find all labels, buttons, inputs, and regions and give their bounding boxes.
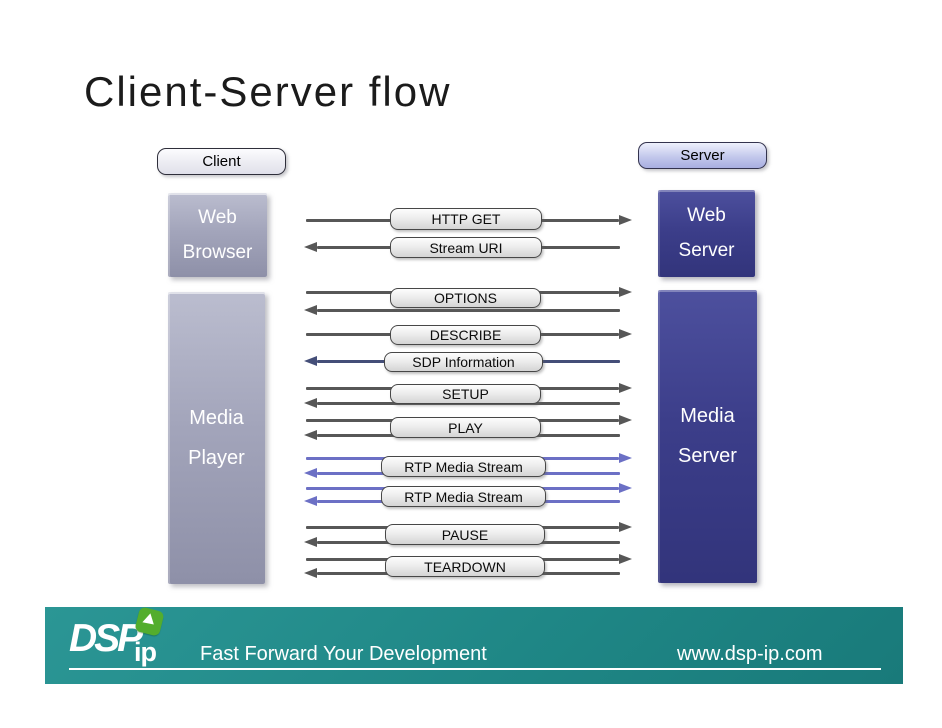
arrowhead-right-icon [619, 453, 632, 463]
media-player-node: Media Player [168, 292, 265, 584]
arrowhead-left-icon [304, 537, 317, 547]
arrowhead-right-icon [619, 554, 632, 564]
arrowhead-left-icon [304, 496, 317, 506]
arrowhead-right-icon [619, 215, 632, 225]
arrowhead-left-icon [304, 242, 317, 252]
message-label: RTP Media Stream [381, 456, 546, 477]
arrowhead-right-icon [619, 415, 632, 425]
arrowhead-left-icon [304, 568, 317, 578]
arrowhead-right-icon [619, 383, 632, 393]
message-label: DESCRIBE [390, 325, 541, 345]
media-server-node: Media Server [658, 290, 757, 583]
web-browser-line1: Web [198, 206, 237, 228]
message-label: TEARDOWN [385, 556, 545, 577]
message-label: RTP Media Stream [381, 486, 546, 507]
server-lane-label: Server [638, 142, 767, 169]
message-label: PAUSE [385, 524, 545, 545]
arrowhead-left-icon [304, 430, 317, 440]
server-lane-text: Server [680, 147, 725, 164]
message-label: SDP Information [384, 352, 543, 372]
play-triangle-icon [142, 613, 158, 629]
client-lane-text: Client [202, 153, 241, 170]
flow-arrow-left [304, 305, 620, 315]
client-lane-label: Client [157, 148, 286, 175]
footer-url: www.dsp-ip.com [677, 643, 823, 665]
footer-band: DSP ip Fast Forward Your Development www… [45, 606, 903, 684]
arrowhead-left-icon [304, 305, 317, 315]
media-player-line1: Media [189, 406, 244, 429]
message-label: PLAY [390, 417, 541, 438]
message-label: Stream URI [390, 237, 542, 258]
media-server-line2: Server [678, 445, 737, 467]
arrowhead-right-icon [619, 329, 632, 339]
dsp-logo-subtext: ip [134, 637, 157, 667]
web-server-line1: Web [687, 205, 726, 226]
arrowhead-left-icon [304, 468, 317, 478]
message-label: OPTIONS [390, 288, 541, 308]
arrowhead-left-icon [304, 398, 317, 408]
web-server-line2: Server [678, 240, 735, 261]
footer-underline [69, 668, 881, 671]
footer-tagline: Fast Forward Your Development [200, 643, 487, 665]
media-player-line2: Player [188, 446, 245, 469]
message-label: SETUP [390, 384, 541, 404]
media-server-line1: Media [680, 405, 735, 427]
arrowhead-right-icon [619, 483, 632, 493]
message-label: HTTP GET [390, 208, 542, 230]
arrowhead-left-icon [304, 356, 317, 366]
page-title: Client-Server flow [84, 68, 452, 115]
web-browser-node: Web Browser [168, 193, 267, 277]
web-browser-line2: Browser [182, 241, 253, 263]
web-server-node: Web Server [658, 190, 755, 277]
dsp-logo-text: DSP [69, 617, 143, 660]
arrowhead-right-icon [619, 287, 632, 297]
arrowhead-right-icon [619, 522, 632, 532]
